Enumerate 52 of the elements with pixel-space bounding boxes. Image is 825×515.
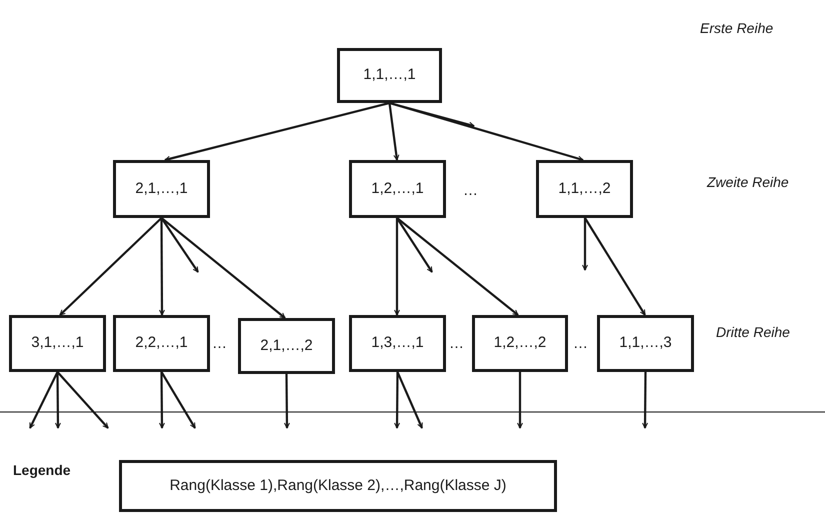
arrow bbox=[158, 218, 165, 316]
arrow bbox=[394, 218, 400, 316]
box-text: 3,1,…,1 bbox=[31, 333, 84, 354]
arrow bbox=[396, 217, 433, 273]
arrow bbox=[642, 372, 648, 428]
arrow bbox=[59, 217, 162, 316]
tuple-box bbox=[349, 160, 446, 218]
row-label: Dritte Reihe bbox=[716, 323, 790, 342]
arrow bbox=[56, 371, 109, 429]
arrow bbox=[517, 372, 523, 428]
tuple-box bbox=[9, 315, 106, 372]
arrow bbox=[389, 102, 584, 162]
arrow bbox=[388, 102, 400, 160]
arrow bbox=[160, 217, 199, 273]
box-text: 1,3,…,1 bbox=[371, 333, 424, 354]
arrow bbox=[158, 372, 165, 428]
tuple-box bbox=[238, 318, 335, 374]
arrow bbox=[396, 217, 519, 316]
arrow bbox=[29, 372, 58, 428]
row-label: … bbox=[212, 334, 227, 354]
box-text: 1,1,…,2 bbox=[558, 178, 611, 199]
arrow bbox=[284, 374, 290, 428]
tuple-box bbox=[349, 315, 446, 372]
tuple-box bbox=[337, 48, 442, 103]
tuple-box bbox=[113, 315, 210, 372]
box-text: 1,2,…,1 bbox=[371, 178, 424, 199]
row-label: Zweite Reihe bbox=[707, 173, 789, 192]
arrow bbox=[396, 372, 423, 428]
box-text: 2,2,…,1 bbox=[135, 333, 188, 354]
arrow bbox=[584, 217, 646, 316]
tuple-box bbox=[472, 315, 568, 372]
tuple-box bbox=[119, 460, 557, 512]
arrow bbox=[160, 371, 196, 429]
row-label: … bbox=[463, 181, 478, 201]
row-label: Legende bbox=[13, 461, 71, 480]
box-text: 1,1,…,1 bbox=[363, 65, 416, 86]
row-label: … bbox=[573, 334, 588, 354]
arrow bbox=[164, 102, 390, 162]
row-label: Erste Reihe bbox=[700, 19, 774, 38]
arrow bbox=[394, 372, 400, 428]
arrow bbox=[160, 217, 286, 319]
tuple-box bbox=[536, 160, 633, 218]
box-text: 2,1,…,1 bbox=[135, 178, 188, 199]
arrow bbox=[582, 218, 588, 270]
box-text: 1,1,…,3 bbox=[619, 333, 672, 354]
row-label: … bbox=[449, 334, 464, 354]
arrow bbox=[54, 372, 61, 428]
tuple-box bbox=[113, 160, 210, 218]
box-text: 1,2,…,2 bbox=[494, 333, 546, 354]
box-text: Rang(Klasse 1),Rang(Klasse 2),…,Rang(Klasse J) bbox=[170, 476, 506, 496]
tuple-box bbox=[597, 315, 694, 372]
box-text: 2,1,…,2 bbox=[260, 336, 313, 356]
